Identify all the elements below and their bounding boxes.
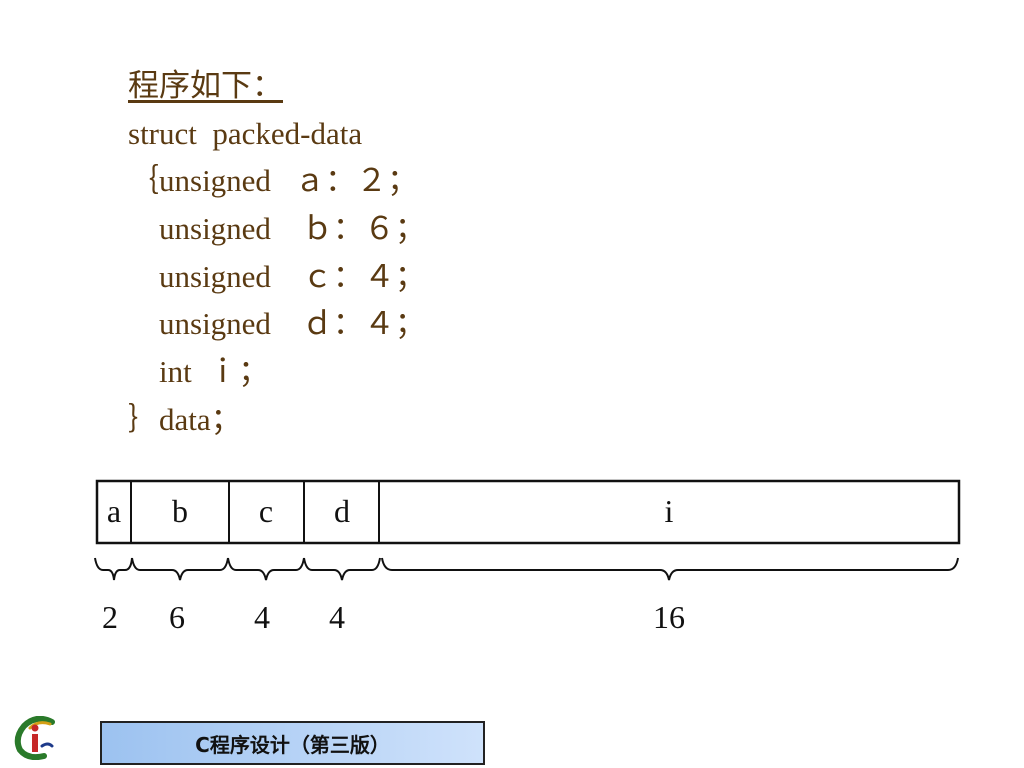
brace [303, 557, 381, 581]
bit-width-i: 16 [653, 599, 685, 635]
footer-title-box: C程序设计（第三版） [100, 721, 485, 765]
brace [131, 557, 229, 581]
code-line: ｛unsigned ａ：２； [128, 163, 419, 199]
field-label-d: d [334, 493, 350, 529]
bit-width-b: 6 [169, 599, 185, 635]
bit-width-a: 2 [102, 599, 118, 635]
bit-width-c: 4 [254, 599, 270, 635]
field-label-a: a [107, 493, 121, 529]
footer-title: C程序设计（第三版） [195, 732, 390, 757]
field-label-c: c [259, 493, 273, 529]
code-block: 程序如下： struct packed-data ｛unsigned ａ：２； … [128, 62, 426, 444]
code-line: unsigned ｄ：４； [128, 306, 426, 342]
code-line: ｝data； [128, 401, 242, 437]
c-program-logo-icon [14, 716, 55, 760]
brace [381, 557, 959, 581]
bit-field-box [95, 479, 961, 545]
bit-width-d: 4 [329, 599, 345, 635]
field-label-i: i [665, 493, 674, 529]
code-heading: 程序如下： [128, 68, 283, 103]
field-label-b: b [172, 493, 188, 529]
code-line: int ｉ； [128, 354, 270, 390]
code-line: struct packed-data [128, 115, 363, 151]
code-line: unsigned ｃ：４； [128, 258, 426, 294]
brace [227, 557, 305, 581]
code-line: unsigned ｂ：６； [128, 211, 426, 247]
brace [94, 557, 133, 581]
